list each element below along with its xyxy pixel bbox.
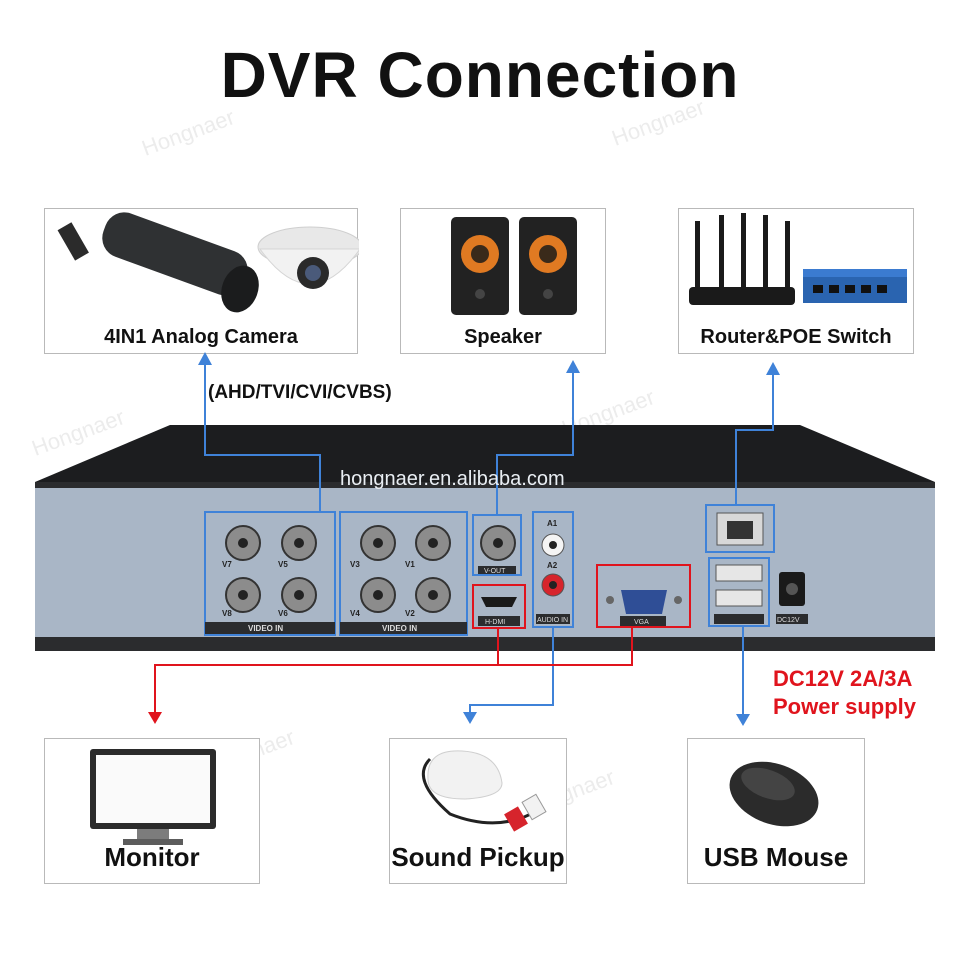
speaker-label: Speaker xyxy=(464,326,542,348)
dvr-top xyxy=(35,425,935,482)
power-line-1: DC12V 2A/3A xyxy=(773,666,913,691)
microphone-icon xyxy=(421,750,547,832)
port-v3: V3 xyxy=(350,560,360,569)
router-icon xyxy=(689,213,907,305)
mouse-box: USB Mouse xyxy=(687,738,865,884)
power-line-2: Power supply xyxy=(773,694,917,719)
monitor-box: Monitor xyxy=(44,738,260,884)
audio-in-label: AUDIO IN xyxy=(537,617,568,624)
pickup-box: Sound Pickup xyxy=(389,738,567,884)
router-box: Router&POE Switch xyxy=(678,208,914,354)
port-v7: V7 xyxy=(222,560,232,569)
hdmi-label: H-DMI xyxy=(485,619,505,626)
bnc-group-right xyxy=(339,511,468,636)
vga-label: VGA xyxy=(634,619,649,626)
monitor-line xyxy=(154,628,499,712)
dc-label: DC12V xyxy=(777,617,800,624)
port-v4: V4 xyxy=(350,609,360,618)
video-in-label: VIDEO IN xyxy=(248,624,283,633)
port-v5: V5 xyxy=(278,560,288,569)
power-supply-note: DC12V 2A/3A Power supply xyxy=(773,665,916,721)
bnc-group-left xyxy=(204,511,336,636)
port-v8: V8 xyxy=(222,609,232,618)
port-v2: V2 xyxy=(405,609,415,618)
camera-box: 4IN1 Analog Camera xyxy=(44,208,359,354)
pickup-label: Sound Pickup xyxy=(391,842,565,872)
monitor-label: Monitor xyxy=(104,842,200,872)
usb-ports xyxy=(708,557,770,627)
camera-label: 4IN1 Analog Camera xyxy=(104,326,298,348)
port-a2: A2 xyxy=(547,561,558,570)
speaker-line xyxy=(496,370,574,515)
mouse-label: USB Mouse xyxy=(703,842,849,872)
camera-protocols: (AHD/TVI/CVI/CVBS) xyxy=(208,382,392,403)
speaker-icon xyxy=(451,217,577,315)
router-label: Router&POE Switch xyxy=(700,326,892,348)
monitor-icon xyxy=(90,749,216,845)
video-in-label: VIDEO IN xyxy=(382,624,417,633)
camera-icon xyxy=(57,212,359,313)
dvr-rear-panel xyxy=(35,482,935,637)
vga-port xyxy=(596,564,691,628)
mouse-icon xyxy=(729,761,819,827)
port-v6: V6 xyxy=(278,609,288,618)
website-url: hongnaer.en.alibaba.com xyxy=(340,468,565,490)
vout-label: V-OUT xyxy=(484,568,506,575)
port-a1: A1 xyxy=(547,519,558,528)
speaker-box: Speaker xyxy=(400,208,606,354)
router-line xyxy=(735,372,774,505)
port-v1: V1 xyxy=(405,560,415,569)
lan-port xyxy=(705,504,775,553)
camera-line xyxy=(204,360,321,512)
page-title: DVR Connection xyxy=(220,39,740,111)
